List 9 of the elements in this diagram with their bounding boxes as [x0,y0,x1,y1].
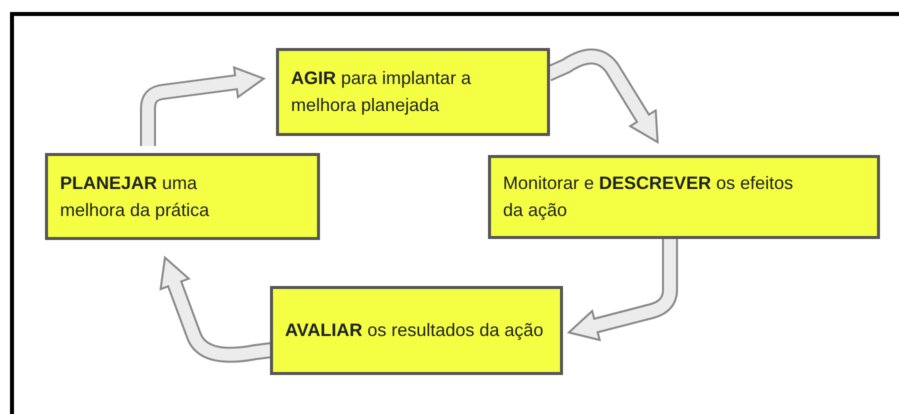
process-box [270,286,563,375]
step-text: AVALIAR os resultados da ação [285,319,544,342]
process-box [276,48,550,136]
process-box [45,153,320,240]
hollow-arrow [140,66,265,146]
process-box [488,155,880,239]
step-text: Monitorar e DESCREVER os efeitos da ação [503,172,794,222]
step-text: PLANEJAR uma melhora da prática [60,172,210,222]
step-text: AGIR para implantar a melhora planejada [291,67,472,117]
